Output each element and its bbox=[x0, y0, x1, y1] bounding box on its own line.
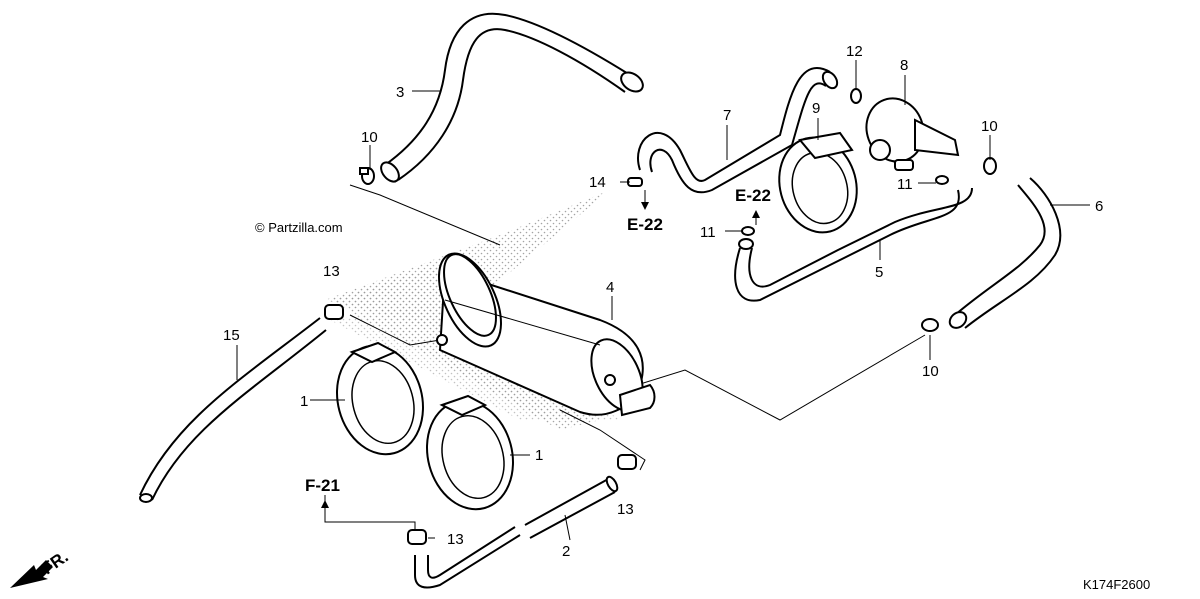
ring-9[interactable] bbox=[769, 129, 867, 241]
clip-11a[interactable] bbox=[935, 175, 949, 185]
fitting-14[interactable] bbox=[627, 177, 643, 187]
strap-1a[interactable] bbox=[325, 336, 435, 464]
callout-12: 12 bbox=[846, 43, 863, 60]
callout-1b: 1 bbox=[535, 447, 543, 464]
tube-15[interactable] bbox=[139, 317, 327, 503]
hose-3[interactable] bbox=[378, 12, 647, 185]
clamp-13b[interactable] bbox=[617, 454, 637, 470]
clamp-10b[interactable] bbox=[983, 157, 997, 175]
callout-10c: 10 bbox=[922, 363, 939, 380]
watermark: © Partzilla.com bbox=[255, 220, 343, 235]
callout-11a: 11 bbox=[897, 176, 913, 193]
drawing-code: K174F2600 bbox=[1083, 577, 1150, 592]
callout-7: 7 bbox=[723, 107, 731, 124]
callout-4: 4 bbox=[606, 279, 614, 296]
hose-7[interactable] bbox=[637, 67, 840, 194]
callout-3: 3 bbox=[396, 84, 404, 101]
callout-2: 2 bbox=[562, 543, 570, 560]
ref-arrows bbox=[321, 202, 760, 508]
callout-14: 14 bbox=[589, 174, 606, 191]
front-direction-arrow: FR. bbox=[10, 547, 72, 588]
callout-13b: 13 bbox=[617, 501, 634, 518]
ref-e22-a[interactable]: E-22 bbox=[627, 215, 663, 234]
clamp-10a[interactable] bbox=[359, 167, 375, 185]
callout-10a: 10 bbox=[361, 129, 378, 146]
callout-9: 9 bbox=[812, 100, 820, 117]
callout-13a: 13 bbox=[323, 263, 340, 280]
clip-11b[interactable] bbox=[741, 226, 755, 236]
callout-15: 15 bbox=[223, 327, 240, 344]
strap-1b[interactable] bbox=[415, 391, 525, 519]
callout-1a: 1 bbox=[300, 393, 308, 410]
clamp-13c[interactable] bbox=[407, 529, 427, 545]
valve-8[interactable] bbox=[858, 90, 960, 171]
callout-6: 6 bbox=[1095, 198, 1103, 215]
clip-12[interactable] bbox=[850, 88, 862, 104]
leader-lines bbox=[324, 184, 926, 535]
hose-5[interactable] bbox=[734, 187, 973, 302]
clamp-10c[interactable] bbox=[921, 318, 939, 332]
callout-11b: 11 bbox=[700, 224, 716, 241]
clamp-13a[interactable] bbox=[324, 304, 344, 320]
ref-f21[interactable]: F-21 bbox=[305, 476, 340, 495]
canister-4[interactable] bbox=[426, 244, 656, 419]
hose-6[interactable] bbox=[947, 177, 1062, 331]
callout-10b: 10 bbox=[981, 118, 998, 135]
ref-e22-b[interactable]: E-22 bbox=[735, 186, 771, 205]
hose-2[interactable] bbox=[414, 475, 619, 589]
callout-8: 8 bbox=[900, 57, 908, 74]
callout-13c: 13 bbox=[447, 531, 464, 548]
callout-5: 5 bbox=[875, 264, 883, 281]
